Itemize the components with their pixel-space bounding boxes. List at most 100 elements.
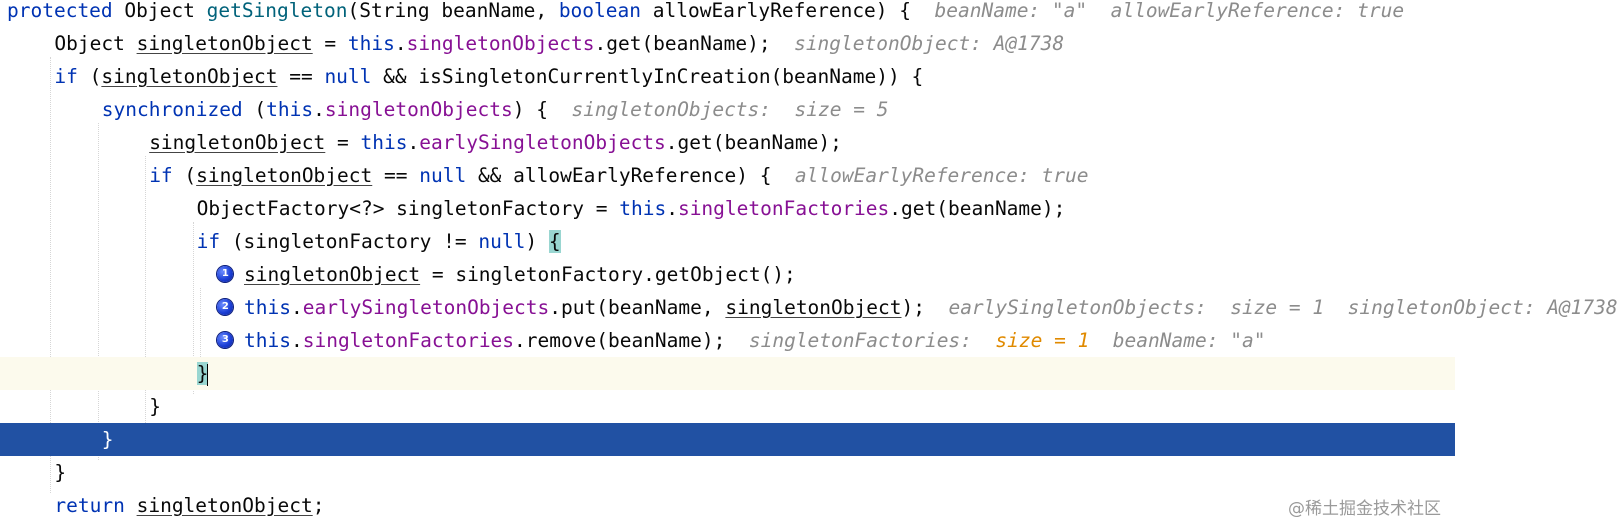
- inline-debug-value: singletonObject: A@1738: [770, 32, 1065, 55]
- method-signature-line[interactable]: protected Object getSingleton(String bea…: [0, 0, 1455, 27]
- code-token: = singletonFactory.getObject();: [420, 263, 796, 286]
- inline-debug-value: singletonFactories:: [725, 329, 996, 352]
- code-token: );: [901, 296, 925, 319]
- code-text: }: [54, 456, 66, 489]
- code-token: }: [149, 395, 161, 418]
- code-token: singletonObject: [149, 131, 326, 154]
- code-token: Object: [54, 32, 137, 55]
- indent-guide: [50, 57, 52, 493]
- remove-factory-line[interactable]: this.singletonFactories.remove(beanName)…: [0, 324, 1455, 357]
- put-early-singleton-line[interactable]: this.earlySingletonObjects.put(beanName,…: [0, 291, 1618, 324]
- code-text: singletonObject = singletonFactory.getOb…: [244, 258, 796, 291]
- keyword-token: if: [149, 164, 173, 187]
- code-text: return singletonObject;: [54, 489, 324, 522]
- keyword-token: boolean: [558, 0, 641, 22]
- code-token: singletonObject: [136, 32, 313, 55]
- code-text: synchronized (this.singletonObjects) { s…: [102, 93, 889, 126]
- code-text: this.earlySingletonObjects.put(beanName,…: [244, 291, 1618, 324]
- code-token: ==: [277, 65, 325, 88]
- code-text: }: [102, 423, 114, 456]
- keyword-token: this: [244, 296, 291, 319]
- code-token: .get(beanName);: [594, 32, 771, 55]
- code-token: .get(beanName);: [665, 131, 842, 154]
- close-if-creation-line[interactable]: }: [0, 456, 1455, 489]
- get-singleton-object-line[interactable]: Object singletonObject = this.singletonO…: [0, 27, 1455, 60]
- code-token: singletonObject: [101, 65, 278, 88]
- code-token: singletonObject: [196, 164, 373, 187]
- close-synchronized-line[interactable]: }: [0, 423, 1455, 456]
- code-token: allowEarlyReference) {: [641, 0, 912, 22]
- code-text: if (singletonFactory != null) {: [197, 225, 561, 258]
- keyword-token: null: [419, 164, 467, 187]
- indent-guide: [145, 156, 147, 427]
- code-token: .: [290, 296, 303, 319]
- if-allow-early-line[interactable]: if (singletonObject == null && allowEarl…: [0, 159, 1455, 192]
- keyword-token: synchronized: [101, 98, 243, 121]
- inline-debug-value: earlySingletonObjects: size = 1 singleto…: [924, 296, 1618, 319]
- code-token: ;: [312, 494, 325, 517]
- inline-debug-value: singletonObjects: size = 5: [547, 98, 889, 121]
- code-token: && isSingletonCurrentlyInCreation(beanNa…: [371, 65, 924, 88]
- code-text: singletonObject = this.earlySingletonObj…: [149, 126, 842, 159]
- keyword-token: protected: [7, 0, 113, 22]
- code-token: (: [172, 164, 197, 187]
- code-text: Object singletonObject = this.singletonO…: [54, 27, 1064, 60]
- code-text: if (singletonObject == null && isSinglet…: [54, 60, 923, 93]
- synchronized-block-line[interactable]: synchronized (this.singletonObjects) { s…: [0, 93, 1455, 126]
- inline-debug-value: allowEarlyReference: true: [771, 164, 1089, 187]
- breakpoint-marker-3[interactable]: 3: [217, 332, 234, 348]
- code-text: if (singletonObject == null && allowEarl…: [149, 159, 1088, 192]
- get-early-singleton-line[interactable]: singletonObject = this.earlySingletonObj…: [0, 126, 1455, 159]
- indent-guide: [199, 288, 202, 361]
- code-token: singletonObject: [725, 296, 902, 319]
- field-token: earlySingletonObjects: [419, 131, 666, 154]
- code-token: .get(beanName);: [889, 197, 1066, 220]
- code-token: =: [325, 131, 361, 154]
- matched-brace: {: [548, 230, 561, 253]
- code-token: && allowEarlyReference) {: [466, 164, 772, 187]
- field-token: earlySingletonObjects: [302, 296, 550, 319]
- code-token: Object: [112, 0, 207, 22]
- close-if-factory-line[interactable]: }: [0, 357, 1455, 390]
- if-factory-not-null-line[interactable]: if (singletonFactory != null) {: [0, 225, 1455, 258]
- code-token: .: [666, 197, 678, 220]
- code-token: .: [394, 32, 407, 55]
- code-token: .: [313, 98, 325, 121]
- get-factory-line[interactable]: ObjectFactory<?> singletonFactory = this…: [0, 192, 1455, 225]
- code-token: .remove(beanName);: [514, 329, 726, 352]
- inline-debug-value: size = 1: [995, 329, 1090, 352]
- text-caret: [207, 363, 209, 386]
- keyword-token: this: [360, 131, 408, 154]
- keyword-token: if: [54, 65, 78, 88]
- method-name-token: getSingleton: [206, 0, 348, 22]
- inline-debug-value: beanName: "a": [1089, 329, 1266, 352]
- keyword-token: return: [54, 494, 125, 517]
- indent-guide: [97, 123, 100, 460]
- code-token: =: [312, 32, 348, 55]
- field-token: singletonFactories: [302, 329, 515, 352]
- keyword-token: this: [266, 98, 314, 121]
- keyword-token: null: [478, 230, 526, 253]
- code-token: ==: [372, 164, 420, 187]
- code-text: protected Object getSingleton(String bea…: [7, 0, 1404, 27]
- code-token: .: [290, 329, 303, 352]
- indent-guide: [192, 222, 195, 394]
- code-token: (: [77, 65, 102, 88]
- watermark: @稀土掘金技术社区: [1288, 499, 1441, 519]
- keyword-token: null: [324, 65, 372, 88]
- code-text: ObjectFactory<?> singletonFactory = this…: [197, 192, 1066, 225]
- get-object-line[interactable]: singletonObject = singletonFactory.getOb…: [0, 258, 1455, 291]
- code-token: [125, 494, 137, 517]
- return-line[interactable]: return singletonObject;: [0, 489, 1455, 522]
- matched-brace: }: [196, 362, 209, 385]
- field-token: singletonObjects: [324, 98, 513, 121]
- code-token: ) {: [512, 98, 548, 121]
- keyword-token: this: [619, 197, 667, 220]
- breakpoint-marker-1[interactable]: 1: [217, 266, 234, 282]
- close-if-early-line[interactable]: }: [0, 390, 1455, 423]
- code-text: this.singletonFactories.remove(beanName)…: [244, 324, 1265, 357]
- code-text: }: [149, 390, 161, 423]
- if-creation-check-line[interactable]: if (singletonObject == null && isSinglet…: [0, 60, 1455, 93]
- breakpoint-marker-2[interactable]: 2: [217, 299, 234, 315]
